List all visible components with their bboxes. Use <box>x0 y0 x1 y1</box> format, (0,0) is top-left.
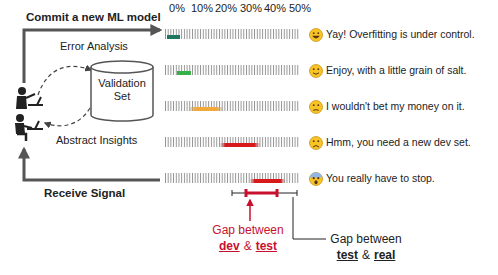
node-label: Validation Set <box>94 77 150 103</box>
face <box>310 137 323 150</box>
gap-term: dev <box>219 239 240 254</box>
step-label: Abstract Insights <box>56 134 137 148</box>
person-icon <box>16 87 43 109</box>
person-arm <box>24 126 32 128</box>
range-bracket <box>246 189 277 197</box>
mouth <box>313 73 319 75</box>
desk <box>28 104 43 106</box>
gap-label: Gap between <box>212 223 283 238</box>
step-label: Commit a new ML model <box>26 10 161 24</box>
eye <box>317 177 319 179</box>
scale-strip <box>165 173 300 183</box>
dashed-arrow <box>45 108 90 126</box>
database-cylinder: Validation Set <box>90 60 154 122</box>
gap-term: real <box>374 248 395 263</box>
gap-label: Gap between <box>330 232 401 247</box>
eye <box>313 177 315 179</box>
cylinder-body <box>91 67 153 121</box>
cylinder-top <box>91 61 153 73</box>
eye <box>313 68 315 70</box>
face <box>310 101 323 114</box>
axis-tick-label: 30% <box>240 2 262 16</box>
leader-line <box>293 197 326 239</box>
verdict-text: Yay! Overfitting is under control. <box>326 28 475 41</box>
eye <box>317 140 319 142</box>
step-label: Error Analysis <box>60 40 128 54</box>
axis-tick-label: 20% <box>215 2 237 16</box>
emoji-face <box>310 137 323 150</box>
face <box>310 65 323 78</box>
mouth <box>312 36 320 39</box>
eye <box>313 32 315 34</box>
gap-marker <box>188 107 224 111</box>
axis-tick-label: 0% <box>169 2 185 16</box>
axis-tick-label: 50% <box>289 2 311 16</box>
gap-marker <box>177 71 191 75</box>
step-label: Receive Signal <box>44 186 125 200</box>
gap-marker <box>219 143 261 147</box>
gap-term: & <box>362 248 370 263</box>
person-head <box>16 114 24 122</box>
axis-tick-label: 40% <box>264 2 286 16</box>
verdict-text: Hmm, you need a new dev set. <box>326 136 471 149</box>
scale-strip <box>165 101 300 111</box>
leader-arrow <box>249 200 251 221</box>
face <box>310 29 323 42</box>
eye <box>317 32 319 34</box>
dashed-arrow <box>38 66 91 95</box>
gap-marker <box>167 35 180 39</box>
person-body <box>16 96 27 109</box>
eye <box>317 104 319 106</box>
signal-arrow <box>24 149 160 180</box>
emoji-face <box>310 101 323 114</box>
emoji-face <box>310 173 323 186</box>
gap-term: test <box>337 248 358 263</box>
emoji-face <box>310 29 323 42</box>
face <box>310 173 323 186</box>
eye <box>313 140 315 142</box>
scale-strip <box>165 29 300 39</box>
verdict-text: Enjoy, with a little grain of salt. <box>326 64 466 77</box>
mouth <box>313 109 319 111</box>
person-arm <box>26 94 35 98</box>
person-body <box>15 123 25 134</box>
gap-marker <box>249 179 286 183</box>
node-text-box: Validation Set <box>94 60 150 103</box>
gap-term: & <box>244 239 252 254</box>
eye <box>313 104 315 106</box>
mouth <box>313 146 319 148</box>
face-shade <box>310 173 323 178</box>
axis-tick-label: 10% <box>191 2 213 16</box>
gap-term: test <box>256 239 277 254</box>
laptop <box>37 97 41 105</box>
mouth <box>314 180 317 184</box>
eye <box>317 68 319 70</box>
person-legs <box>17 134 26 141</box>
laptop <box>35 121 39 129</box>
person-head <box>18 87 26 95</box>
scale-strip <box>165 137 300 147</box>
verdict-text: I wouldn't bet my money on it. <box>326 100 465 113</box>
emoji-face <box>310 65 323 78</box>
scale-strip <box>165 65 300 75</box>
verdict-text: You really have to stop. <box>326 172 435 185</box>
range-bracket <box>232 190 297 196</box>
person-icon <box>15 114 43 141</box>
